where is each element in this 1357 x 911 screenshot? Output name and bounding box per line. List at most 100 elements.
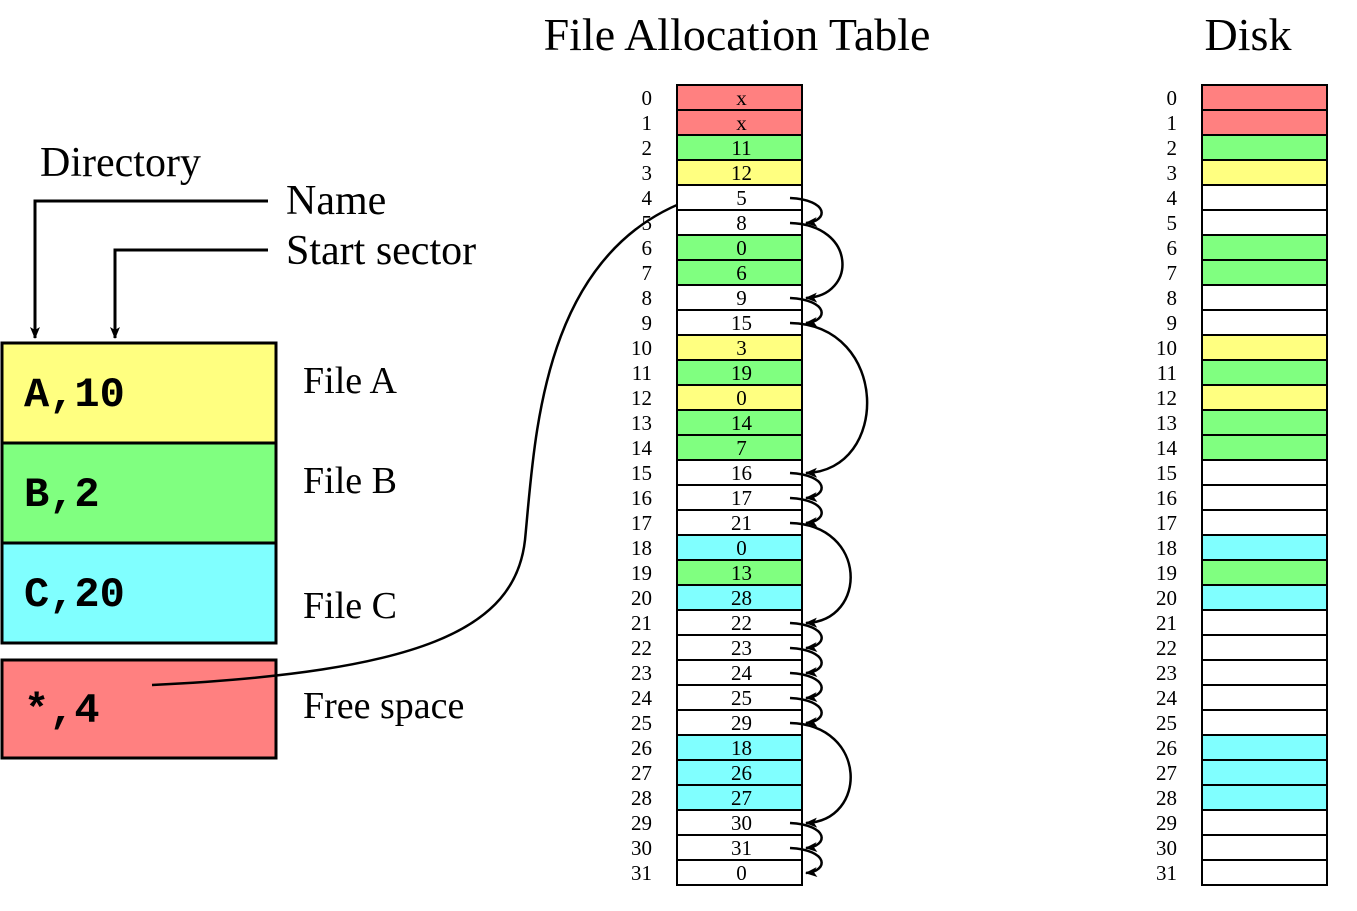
disk-sector bbox=[1201, 634, 1328, 661]
fat-value: 0 bbox=[736, 536, 747, 560]
disk-index: 26 bbox=[1156, 736, 1177, 760]
chain-arrow bbox=[789, 821, 823, 853]
disk-index: 4 bbox=[1167, 186, 1178, 210]
disk-index: 9 bbox=[1167, 311, 1178, 335]
directory-entry-box bbox=[0, 341, 278, 445]
directory-entry-file-b: B,2 bbox=[0, 441, 278, 545]
fat-row: 7 bbox=[676, 434, 803, 461]
disk-index: 7 bbox=[1167, 261, 1178, 285]
fat-row: 24 bbox=[676, 659, 803, 686]
directory-entry-text: C,20 bbox=[24, 571, 125, 619]
fat-row: 21 bbox=[676, 509, 803, 536]
fat-cell bbox=[676, 284, 803, 311]
directory-entry-file-a: A,10 bbox=[0, 341, 278, 445]
fat-value: 8 bbox=[736, 211, 747, 235]
fat-table: xx11125806915319014716172101328222324252… bbox=[676, 84, 803, 886]
fat-index: 17 bbox=[631, 511, 652, 535]
fat-cell bbox=[676, 184, 803, 211]
disk-sector bbox=[1201, 609, 1328, 636]
disk-sector bbox=[1201, 109, 1328, 136]
chain-arrow bbox=[789, 646, 823, 678]
fat-index: 26 bbox=[631, 736, 652, 760]
disk-sector bbox=[1201, 809, 1328, 836]
disk-index: 11 bbox=[1157, 361, 1177, 385]
disk-sector bbox=[1201, 734, 1328, 761]
directory-entry-text: *,4 bbox=[24, 687, 100, 735]
fat-index: 31 bbox=[631, 861, 652, 885]
fat-row: 9 bbox=[676, 284, 803, 311]
directory-title: Directory bbox=[40, 140, 201, 186]
disk-sector bbox=[1201, 709, 1328, 736]
fat-value: 5 bbox=[736, 186, 747, 210]
chain-arrow bbox=[789, 321, 869, 478]
chain-arrow bbox=[789, 221, 844, 303]
disk-index: 1 bbox=[1167, 111, 1178, 135]
fat-value: 19 bbox=[731, 361, 752, 385]
fat-index: 22 bbox=[631, 636, 652, 660]
disk-sector bbox=[1201, 684, 1328, 711]
fat-value: 26 bbox=[731, 761, 752, 785]
fat-row: 0 bbox=[676, 859, 803, 886]
fat-index: 18 bbox=[631, 536, 652, 560]
fat-value: 13 bbox=[731, 561, 752, 585]
fat-row: 5 bbox=[676, 184, 803, 211]
fat-value: 30 bbox=[731, 811, 752, 835]
fat-value: 27 bbox=[731, 786, 752, 810]
directory-entry-file-c: C,20 bbox=[0, 541, 278, 645]
fat-row: 17 bbox=[676, 484, 803, 511]
disk-index: 0 bbox=[1167, 86, 1178, 110]
free-space-label: Free space bbox=[303, 685, 464, 727]
disk-sector bbox=[1201, 509, 1328, 536]
disk-index: 5 bbox=[1167, 211, 1178, 235]
directory-entry-box bbox=[0, 658, 278, 760]
fat-index: 27 bbox=[631, 761, 652, 785]
fat-row: 18 bbox=[676, 734, 803, 761]
disk-index: 12 bbox=[1156, 386, 1177, 410]
fat-index: 5 bbox=[642, 211, 653, 235]
fat-index: 6 bbox=[642, 236, 653, 260]
disk-sector bbox=[1201, 859, 1328, 886]
disk-index: 21 bbox=[1156, 611, 1177, 635]
disk-sector bbox=[1201, 234, 1328, 261]
fat-cell bbox=[676, 109, 803, 136]
fat-cell bbox=[676, 334, 803, 361]
fat-cell bbox=[676, 159, 803, 186]
disk-index: 28 bbox=[1156, 786, 1177, 810]
directory-table: A,10 B,2 C,20 *,4 bbox=[0, 341, 278, 760]
file-a-label: File A bbox=[303, 360, 398, 402]
fat-index: 4 bbox=[642, 186, 653, 210]
fat-row: 0 bbox=[676, 534, 803, 561]
fat-value: 0 bbox=[736, 236, 747, 260]
fat-cell bbox=[676, 209, 803, 236]
fat-index: 30 bbox=[631, 836, 652, 860]
disk-sector bbox=[1201, 84, 1328, 111]
fat-title: File Allocation Table bbox=[544, 9, 931, 60]
disk-index: 18 bbox=[1156, 536, 1177, 560]
fat-row: 27 bbox=[676, 784, 803, 811]
fat-value: 23 bbox=[731, 636, 752, 660]
disk-sector bbox=[1201, 409, 1328, 436]
fat-index: 16 bbox=[631, 486, 652, 510]
fat-cell bbox=[676, 859, 803, 886]
disk-index: 29 bbox=[1156, 811, 1177, 835]
fat-index: 19 bbox=[631, 561, 652, 585]
fat-cell bbox=[676, 559, 803, 586]
fat-row: 13 bbox=[676, 559, 803, 586]
fat-value: 6 bbox=[736, 261, 747, 285]
fat-cell bbox=[676, 809, 803, 836]
fat-row: 31 bbox=[676, 834, 803, 861]
disk-index: 3 bbox=[1167, 161, 1178, 185]
fat-index: 25 bbox=[631, 711, 652, 735]
fat-value: 0 bbox=[736, 386, 747, 410]
fat-index: 15 bbox=[631, 461, 652, 485]
fat-row: 22 bbox=[676, 609, 803, 636]
fat-value: x bbox=[736, 111, 747, 135]
chain-arrow bbox=[789, 196, 823, 228]
fat-value: 15 bbox=[731, 311, 752, 335]
fat-cell bbox=[676, 84, 803, 111]
fat-index: 23 bbox=[631, 661, 652, 685]
fat-row: 0 bbox=[676, 384, 803, 411]
disk-index: 20 bbox=[1156, 586, 1177, 610]
fat-row: 14 bbox=[676, 409, 803, 436]
directory-entry-text: A,10 bbox=[24, 371, 125, 419]
